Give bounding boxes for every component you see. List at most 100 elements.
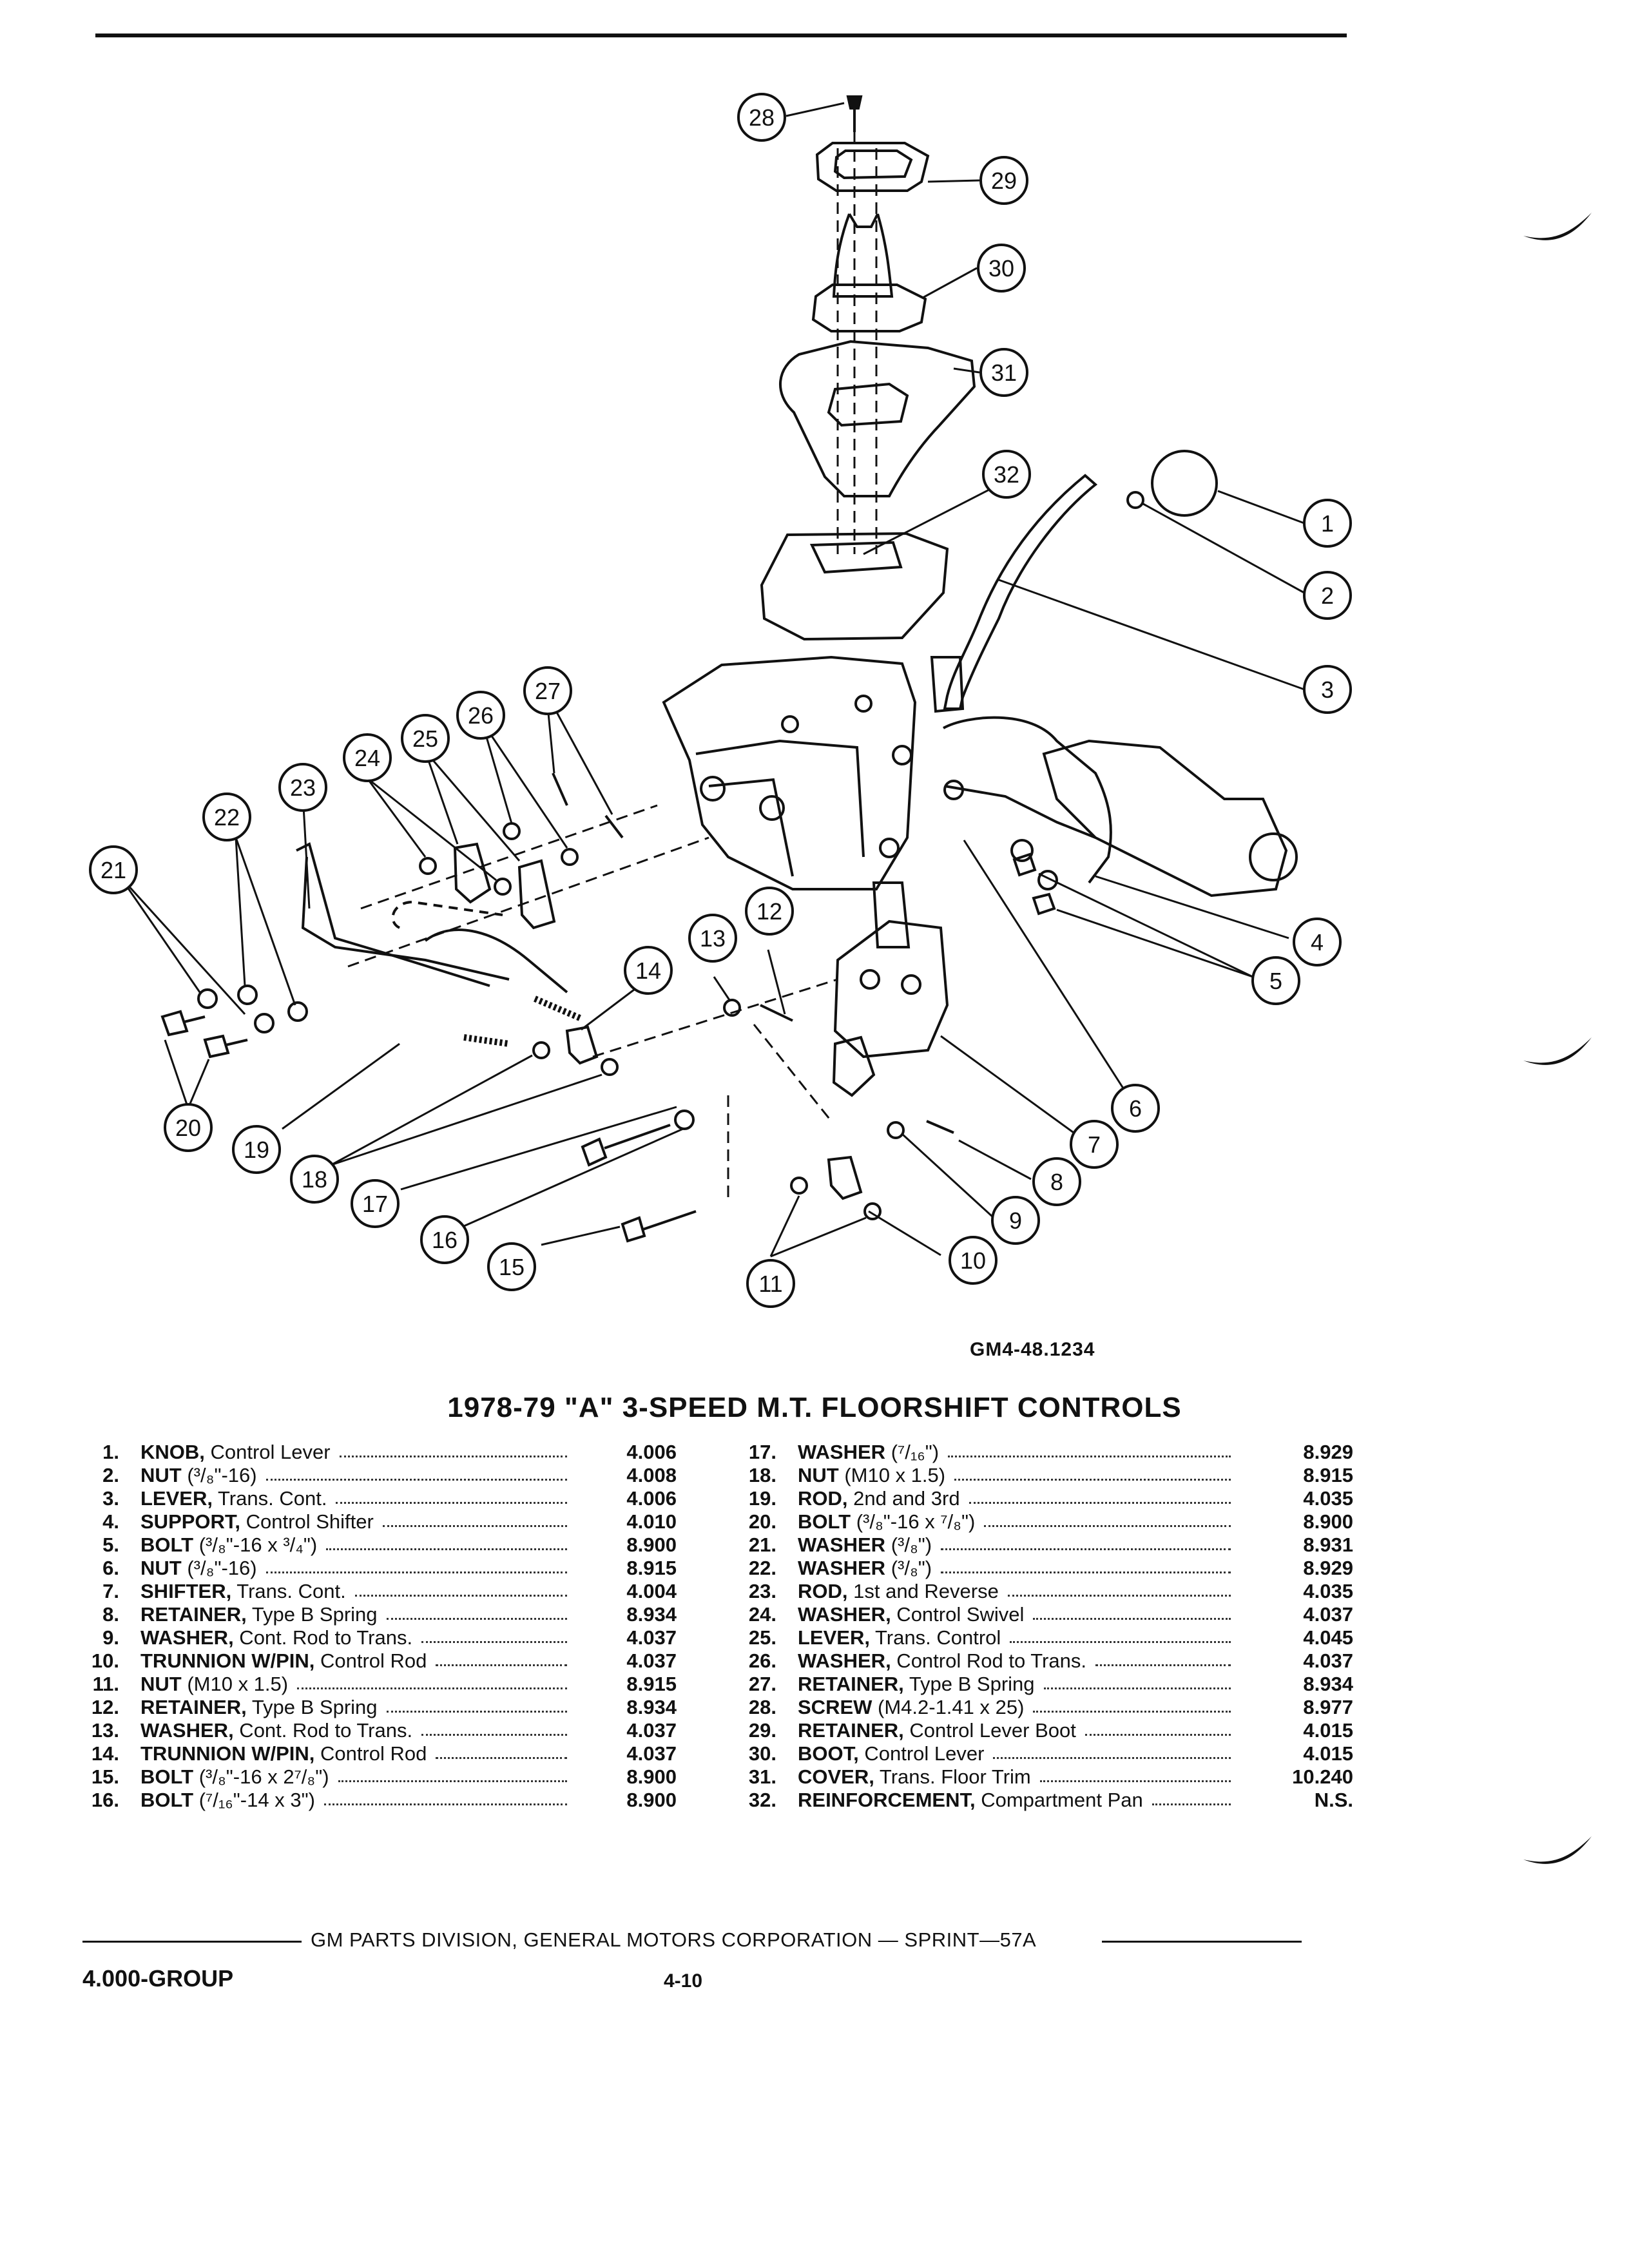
item-detail: (⁷/₁₆") [885, 1441, 940, 1463]
item-number: 15. [91, 1765, 119, 1788]
item-number: 18. [748, 1464, 776, 1486]
item-description: WASHER, Cont. Rod to Trans. [140, 1719, 412, 1742]
item-number: 25. [748, 1626, 776, 1649]
callout-label: 23 [290, 774, 316, 801]
item-description: NUT (M10 x 1.5) [140, 1673, 288, 1696]
callout-label: 12 [757, 898, 782, 925]
item-description: KNOB, Control Lever [140, 1441, 331, 1464]
item-name: BOLT [140, 1533, 194, 1556]
item-name: RETAINER, [798, 1719, 904, 1742]
callout-label: 10 [960, 1247, 986, 1274]
item-name: NUT [140, 1557, 182, 1579]
item-description: NUT (³/₈"-16) [140, 1557, 257, 1580]
item-detail: (³/₈") [885, 1557, 932, 1579]
parts-list-item: 26.WASHER, Control Rod to Trans.4.037 [722, 1649, 1353, 1673]
binder-mark [1523, 1836, 1592, 1864]
group-number: 8.929 [1303, 1441, 1353, 1463]
item-detail: 1st and Reverse [847, 1580, 999, 1602]
dot-leader [1095, 1664, 1231, 1666]
item-name: WASHER, [798, 1603, 891, 1626]
item-number: 6. [102, 1557, 119, 1579]
item-detail: Type B Spring [903, 1673, 1035, 1695]
item-number: 2. [102, 1464, 119, 1486]
item-description: REINFORCEMENT, Compartment Pan [798, 1789, 1143, 1812]
leader-lines [119, 102, 1305, 1258]
item-name: WASHER, [798, 1649, 891, 1672]
parts-list-item: 6.NUT (³/₈"-16)8.915 [64, 1557, 702, 1580]
item-description: WASHER (⁷/₁₆") [798, 1441, 939, 1464]
callout-label: 30 [988, 255, 1014, 282]
item-number: 3. [102, 1487, 119, 1510]
callout-10 [949, 1236, 998, 1285]
item-name: LEVER, [140, 1487, 213, 1510]
callout-3 [1303, 665, 1352, 714]
callout-bubbles [89, 93, 1352, 1308]
parts-list-item: 13.WASHER, Cont. Rod to Trans.4.037 [64, 1719, 702, 1742]
item-number: 30. [748, 1742, 776, 1765]
group-label: 4.000-GROUP [82, 1965, 234, 1992]
dot-leader [993, 1757, 1231, 1759]
dot-leader [1152, 1803, 1231, 1805]
item-detail: (³/₈"-16 x ⁷/₈") [851, 1510, 976, 1533]
item-number: 8. [102, 1603, 119, 1626]
item-number: 26. [748, 1649, 776, 1672]
item-number: 21. [748, 1533, 776, 1556]
callout-6 [1111, 1084, 1160, 1133]
callout-12 [745, 887, 794, 936]
page-number: 4-10 [664, 1970, 703, 1992]
item-detail: Type B Spring [246, 1696, 378, 1718]
group-number: 8.929 [1303, 1557, 1353, 1579]
group-number: 4.045 [1303, 1626, 1353, 1649]
item-description: TRUNNION W/PIN, Control Rod [140, 1649, 427, 1673]
callout-label: 20 [175, 1115, 201, 1141]
item-detail: (⁷/₁₆"-14 x 3") [193, 1789, 315, 1811]
group-number: 8.931 [1303, 1533, 1353, 1556]
group-number: 8.934 [1303, 1673, 1353, 1695]
item-description: LEVER, Trans. Cont. [140, 1487, 327, 1510]
callout-23 [278, 763, 327, 812]
item-name: LEVER, [798, 1626, 870, 1649]
callout-20 [164, 1103, 213, 1152]
item-number: 28. [748, 1696, 776, 1718]
item-detail: Control Lever Boot [903, 1719, 1076, 1742]
group-number: 4.010 [626, 1510, 677, 1533]
callout-label: 31 [991, 360, 1017, 386]
item-name: BOLT [140, 1765, 194, 1788]
item-description: RETAINER, Control Lever Boot [798, 1719, 1076, 1742]
group-number: 8.900 [626, 1789, 677, 1811]
parts-list-item: 22.WASHER (³/₈")8.929 [722, 1557, 1353, 1580]
item-detail: Trans. Cont. [212, 1487, 327, 1510]
item-description: LEVER, Trans. Control [798, 1626, 1001, 1649]
parts-list-item: 15.BOLT (³/₈"-16 x 2⁷/₈")8.900 [64, 1765, 702, 1789]
group-number: 4.037 [1303, 1649, 1353, 1672]
page-title: 1978-79 "A" 3-SPEED M.T. FLOORSHIFT CONT… [447, 1392, 1182, 1423]
parts-list-item: 28.SCREW (M4.2-1.41 x 25)8.977 [722, 1696, 1353, 1719]
dot-leader [1044, 1687, 1231, 1689]
group-number: 4.006 [626, 1441, 677, 1463]
dot-leader [336, 1502, 567, 1504]
dot-leader [954, 1479, 1231, 1481]
item-number: 20. [748, 1510, 776, 1533]
item-name: WASHER, [140, 1719, 234, 1742]
item-detail: Type B Spring [246, 1603, 378, 1626]
item-description: WASHER (³/₈") [798, 1557, 932, 1580]
callout-26 [456, 691, 505, 740]
callout-label: 25 [412, 726, 438, 752]
group-number: 4.008 [626, 1464, 677, 1486]
parts-list-item: 18.NUT (M10 x 1.5)8.915 [722, 1464, 1353, 1487]
group-number: 8.915 [626, 1673, 677, 1695]
callout-label: 8 [1050, 1169, 1063, 1195]
item-name: WASHER [798, 1441, 886, 1463]
item-name: BOOT, [798, 1742, 859, 1765]
exploded-parts-diagram: 28 29 30 31 32 1 2 3 4 5 6 7 8 9 10 11 1… [89, 93, 1352, 1308]
item-description: TRUNNION W/PIN, Control Rod [140, 1742, 427, 1765]
callout-22 [202, 793, 251, 841]
item-description: RETAINER, Type B Spring [140, 1603, 378, 1626]
